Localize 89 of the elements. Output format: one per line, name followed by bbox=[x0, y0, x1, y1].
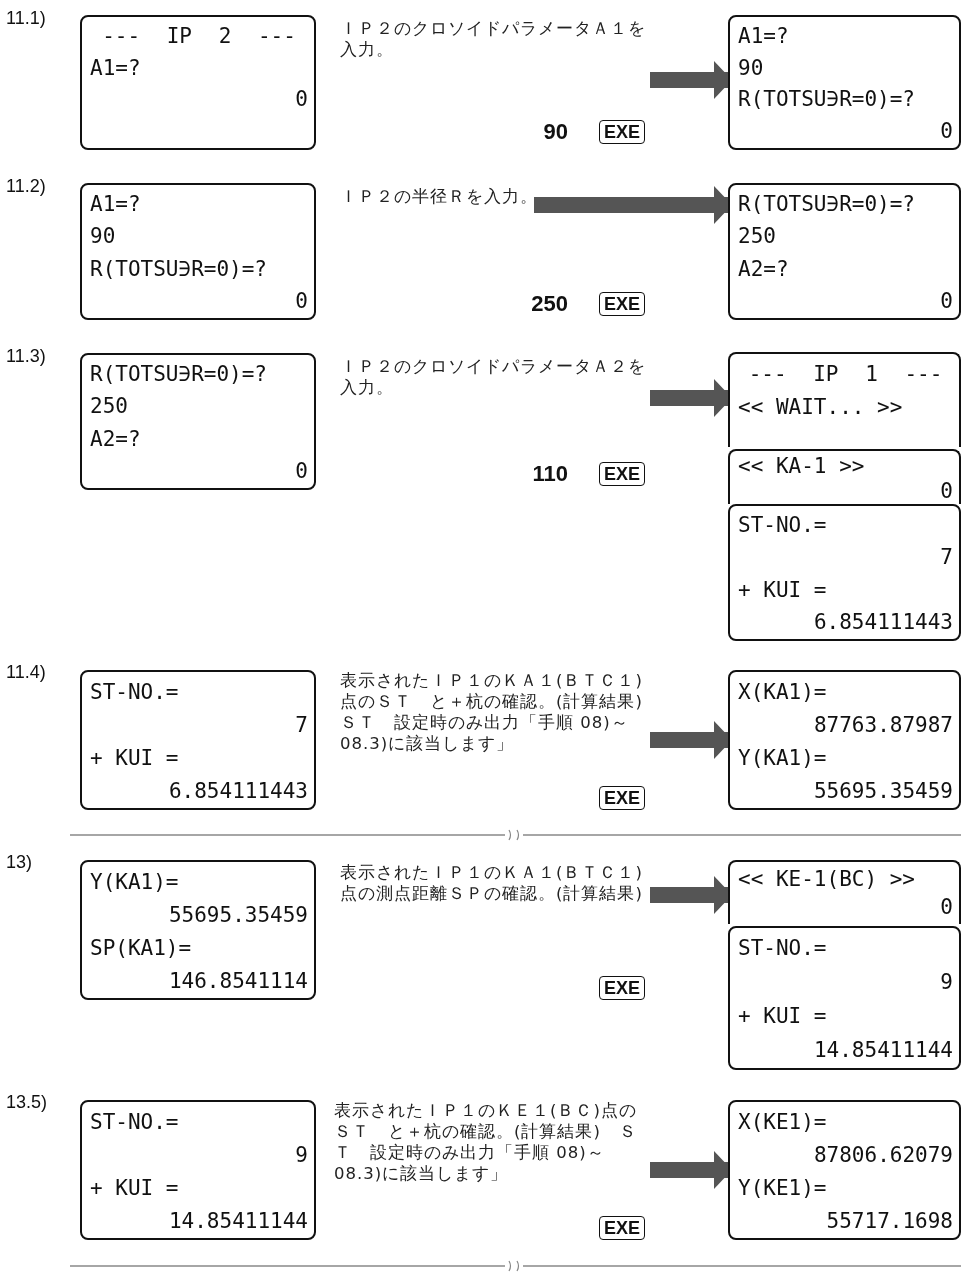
screen-text: --- IP 2 --- bbox=[101, 22, 297, 50]
key-symbol: EXE bbox=[598, 292, 645, 316]
screen-text: + KUI = bbox=[90, 744, 180, 772]
step-number: 11.4) bbox=[6, 662, 46, 683]
instruction-text: 表示されたＩＰ１のＫＥ１(ＢＣ)点のＳＴ と＋杭の確認。(計算結果) ＳＴ 設定時のみ出力「手順 08)～ 08.3)に該当します」 bbox=[334, 1100, 686, 1195]
screen-text: 87763.87987 bbox=[812, 711, 953, 739]
screen-text: Y(KA1)= bbox=[738, 744, 828, 772]
lcd-screen bbox=[80, 1100, 316, 1240]
screen-text: 0 bbox=[294, 457, 308, 485]
lcd-screen bbox=[80, 183, 316, 320]
screen-text: 0 bbox=[294, 287, 308, 315]
screen-text: R(TOTSU∋R=0)=? bbox=[738, 86, 916, 114]
input-value: 90 bbox=[543, 120, 568, 144]
screen-text: X(KE1)= bbox=[738, 1108, 828, 1136]
screen-text: 55717.1698 bbox=[825, 1207, 953, 1235]
screen-text: 9 bbox=[939, 969, 953, 996]
lcd-screen bbox=[80, 860, 316, 1000]
key-symbol: EXE bbox=[598, 786, 645, 810]
screen-text: --- IP 1 --- bbox=[747, 360, 944, 388]
lcd-screen bbox=[728, 926, 961, 1070]
screen-text: 55695.35459 bbox=[167, 901, 308, 929]
screen-text: 250 bbox=[738, 223, 777, 251]
instruction-text: ＩＰ２の半径Ｒを入力。 bbox=[340, 186, 686, 276]
screen-text: 146.8541114 bbox=[167, 967, 308, 995]
screen-text: << KA-1 >> bbox=[738, 453, 866, 481]
screen-text: 6.854111443 bbox=[167, 777, 308, 805]
screen-text: 6.854111443 bbox=[812, 608, 953, 636]
screen-text: + KUI = bbox=[90, 1174, 180, 1202]
screen-text: 14.85411144 bbox=[812, 1037, 953, 1064]
screen-text: R(TOTSU∋R=0)=? bbox=[90, 255, 268, 283]
screen-text: 7 bbox=[294, 711, 308, 739]
screen-text: 87806.62079 bbox=[812, 1141, 953, 1169]
lcd-screen bbox=[728, 860, 961, 924]
instruction-text: 表示されたＩＰ１のＫＡ１(ＢＴＣ１)点の測点距離ＳＰの確認。(計算結果) bbox=[340, 862, 686, 924]
screen-text: 0 bbox=[939, 118, 953, 146]
lcd-screen bbox=[728, 183, 961, 320]
screen-text: 90 bbox=[90, 223, 117, 251]
screen-text: + KUI = bbox=[738, 576, 828, 604]
screen-text: + KUI = bbox=[738, 1003, 828, 1030]
screen-text: A1=? bbox=[90, 191, 142, 219]
key-symbol: EXE bbox=[598, 120, 645, 144]
screen-text: A2=? bbox=[90, 425, 142, 453]
step-number: 11.1) bbox=[6, 8, 46, 29]
screen-text: SP(KA1)= bbox=[90, 934, 193, 962]
lcd-screen bbox=[728, 15, 961, 150]
screen-text: 90 bbox=[738, 54, 765, 82]
screen-text: A1=? bbox=[738, 22, 790, 50]
lcd-screen bbox=[728, 504, 961, 641]
instruction-text: 表示されたＩＰ１のＫＡ１(ＢＴＣ１)点のＳＴ と＋杭の確認。(計算結果) ＳＴ 設定時のみ出力「手順 08)～ 08.3)に該当します」 bbox=[340, 670, 686, 765]
lcd-screen bbox=[80, 670, 316, 810]
key-symbol: EXE bbox=[598, 976, 645, 1000]
screen-text: A2=? bbox=[738, 255, 790, 283]
lcd-screen bbox=[728, 449, 961, 504]
instruction-text: ＩＰ２のクロソイドパラメータＡ２を入力。 bbox=[340, 356, 686, 428]
screen-text: Y(KE1)= bbox=[738, 1174, 828, 1202]
screen-text: 14.85411144 bbox=[167, 1207, 308, 1235]
screen-text: 0 bbox=[939, 478, 953, 506]
screen-text: << KE-1(BC) >> bbox=[738, 866, 916, 893]
screen-text: ST-NO.= bbox=[90, 1108, 180, 1136]
screen-text: 250 bbox=[90, 393, 129, 421]
key-symbol: EXE bbox=[598, 1216, 645, 1240]
screen-text: 55695.35459 bbox=[812, 777, 953, 805]
lcd-screen bbox=[80, 15, 316, 150]
screen-text: << WAIT... >> bbox=[738, 394, 904, 422]
step-number: 11.3) bbox=[6, 346, 46, 367]
screen-text: R(TOTSU∋R=0)=? bbox=[90, 361, 268, 389]
screen-text: 0 bbox=[294, 86, 308, 114]
step-number: 13) bbox=[6, 852, 32, 873]
lcd-screen bbox=[728, 1100, 961, 1240]
screen-text: 0 bbox=[939, 894, 953, 921]
screen-text: ST-NO.= bbox=[90, 678, 180, 706]
screen-text: ST-NO.= bbox=[738, 512, 828, 540]
input-value: 110 bbox=[532, 462, 568, 486]
screen-text: R(TOTSU∋R=0)=? bbox=[738, 191, 916, 219]
screen-text: A1=? bbox=[90, 54, 142, 82]
step-number: 13.5) bbox=[6, 1092, 48, 1113]
screen-text: ST-NO.= bbox=[738, 935, 828, 962]
lcd-screen bbox=[80, 353, 316, 490]
screen-text: Y(KA1)= bbox=[90, 868, 180, 896]
input-value: 250 bbox=[531, 292, 568, 316]
instruction-text: ＩＰ２のクロソイドパラメータＡ１を入力。 bbox=[340, 18, 686, 104]
step-number: 11.2) bbox=[6, 176, 46, 197]
screen-text: 9 bbox=[294, 1141, 308, 1169]
lcd-screen bbox=[728, 352, 961, 447]
screen-text: 0 bbox=[939, 287, 953, 315]
screen-text: X(KA1)= bbox=[738, 678, 828, 706]
screen-text: 7 bbox=[939, 544, 953, 572]
lcd-screen bbox=[728, 670, 961, 810]
key-symbol: EXE bbox=[598, 462, 645, 486]
